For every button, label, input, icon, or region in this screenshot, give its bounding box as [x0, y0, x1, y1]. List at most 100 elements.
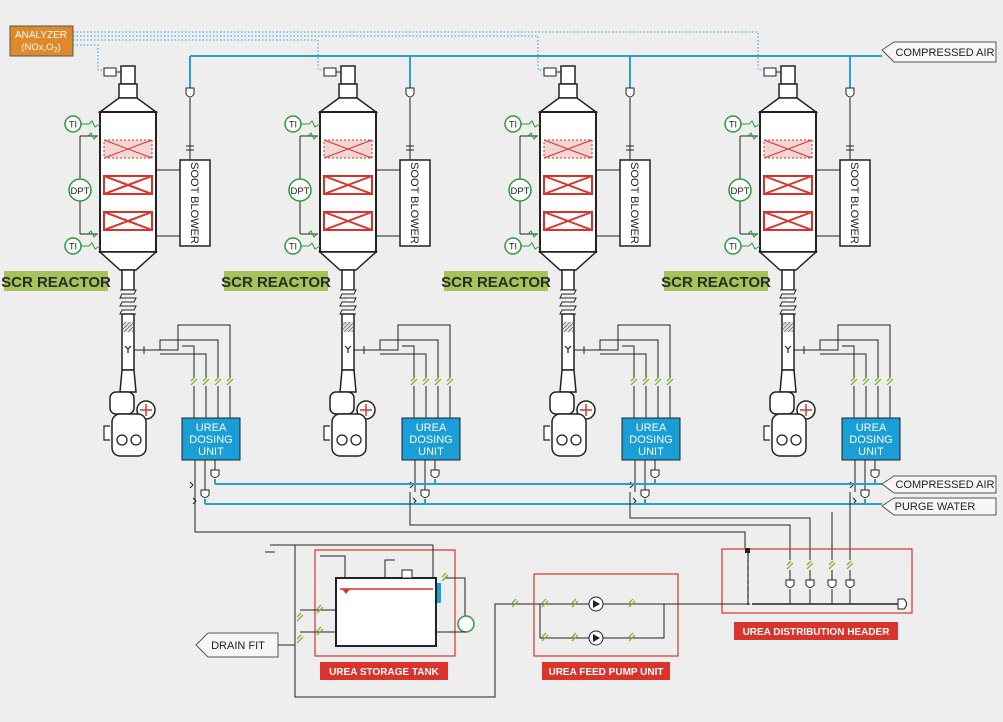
compressed-air-bottom-label: COMPRESSED AIR [895, 479, 994, 491]
injection-line-2 [159, 339, 219, 378]
compressed-air-bottom-header: COMPRESSED AIR [215, 475, 997, 494]
check-valve-icon [446, 376, 454, 386]
reactor-bottom-cone [758, 251, 818, 271]
catalyst-cross-icon [323, 139, 373, 159]
ti-bottom-label: TI [289, 242, 297, 252]
flange-icon [406, 145, 414, 151]
urea-feed-pump-unit: UREA FEED PUMP UNIT [533, 552, 750, 680]
dosing-label-line3: UNIT [638, 446, 664, 458]
dpt-label: DPT [71, 186, 90, 197]
analyzer-sensor-icon [103, 67, 117, 77]
injector-nozzle-icon [784, 345, 792, 353]
header-valve-4 [845, 579, 855, 588]
reactor-bottom-cone [98, 251, 158, 271]
reactor-inlet-neck [558, 83, 578, 99]
soot-blower-box [179, 159, 211, 247]
engine-block-icon [771, 413, 807, 457]
urea-dosing-unit-box [841, 417, 901, 461]
dosing-label-line2: DOSING [189, 434, 232, 446]
header-valve-2 [805, 579, 815, 588]
check-valve-icon [850, 376, 858, 386]
analyzer-probe [560, 65, 576, 85]
ti-top-label: TI [289, 120, 297, 130]
air-valve-icon [625, 87, 635, 98]
dpt-label: DPT [511, 186, 530, 197]
check-valve-icon [296, 634, 304, 644]
thermowell-icon [741, 120, 761, 128]
reactor-top-cone [317, 97, 379, 113]
scr-reactor-label: SCR REACTOR [661, 274, 771, 291]
water-valve-icon [420, 489, 430, 498]
drain-fit: DRAIN FIT [195, 632, 295, 658]
break-mark-icon [189, 481, 197, 505]
air-valve-icon [210, 469, 220, 478]
header-valve-3 [827, 579, 837, 588]
dpt-circle [288, 178, 312, 202]
check-valve-icon [316, 626, 324, 636]
soot-blower-box [839, 159, 871, 247]
air-valve-icon [870, 469, 880, 478]
analyzer-probe [120, 65, 136, 85]
water-valve-icon [640, 489, 650, 498]
storage-tank-label: UREA STORAGE TANK [329, 667, 440, 678]
dpt-tap-icon [527, 132, 538, 238]
urea-storage-tank: UREA STORAGE TANK [300, 545, 475, 680]
analyzer-label-line1: ANALYZER [15, 30, 67, 41]
dosing-label-line3: UNIT [198, 446, 224, 458]
injection-line-2 [599, 339, 659, 378]
dpt-tap-icon [747, 132, 758, 238]
exhaust-elbow [339, 369, 357, 393]
reactor-bottom-cone [318, 251, 378, 271]
air-valve-icon [405, 87, 415, 98]
urea-dosing-unit-box [401, 417, 461, 461]
reactor-top-cone [757, 97, 819, 113]
urea-dosing-unit-box [181, 417, 241, 461]
check-valve-icon [434, 376, 442, 386]
check-valve-icon [628, 598, 636, 608]
air-valve-icon [650, 469, 660, 478]
check-valve-icon [316, 604, 324, 614]
reactor-inlet-neck [338, 83, 358, 99]
ti-bottom-label: TI [69, 242, 77, 252]
air-valve-icon [430, 469, 440, 478]
bellows-icon [779, 289, 797, 315]
soot-blower-label: SOOT BLOWER [188, 162, 200, 244]
catalyst-cross-icon [543, 211, 593, 231]
static-mixer-icon [783, 322, 793, 332]
dosing-label-line1: UREA [636, 422, 667, 434]
flange-icon [626, 145, 634, 151]
tank-loop-lines [265, 544, 545, 698]
scr-reactor-label-bg [4, 271, 108, 291]
static-mixer-icon [563, 322, 573, 332]
soot-blower-label: SOOT BLOWER [848, 162, 860, 244]
reactor-inlet-neck [118, 83, 138, 99]
dosing-label-line2: DOSING [849, 434, 892, 446]
catalyst-cross-icon [763, 175, 813, 195]
check-valve-icon [202, 376, 210, 386]
soot-blower-lines [376, 169, 400, 237]
engine-detail-icon [570, 434, 582, 446]
distribution-header-label: UREA DISTRIBUTION HEADER [743, 627, 891, 638]
injection-line-1 [584, 324, 671, 378]
injector-nozzle-icon [564, 345, 572, 353]
engine-detail-icon [776, 434, 788, 446]
bellows-icon [119, 289, 137, 315]
exhaust-elbow [559, 369, 577, 393]
ti-top-label: TI [69, 120, 77, 130]
injection-line-4 [622, 345, 635, 378]
analyzer-sensor-icon [543, 67, 557, 77]
dpt-tap-icon [307, 132, 318, 238]
ti-bottom-label: TI [729, 242, 737, 252]
check-valve-icon [571, 632, 579, 642]
check-valve-icon [410, 376, 418, 386]
distribution-valves [785, 560, 855, 604]
soot-blower-lines [596, 169, 620, 237]
injection-line-2 [819, 339, 879, 378]
engine-detail-icon [130, 434, 142, 446]
compressed-air-top-label: COMPRESSED AIR [895, 47, 994, 59]
injection-line-4 [182, 345, 195, 378]
header-valve-1 [785, 579, 795, 588]
